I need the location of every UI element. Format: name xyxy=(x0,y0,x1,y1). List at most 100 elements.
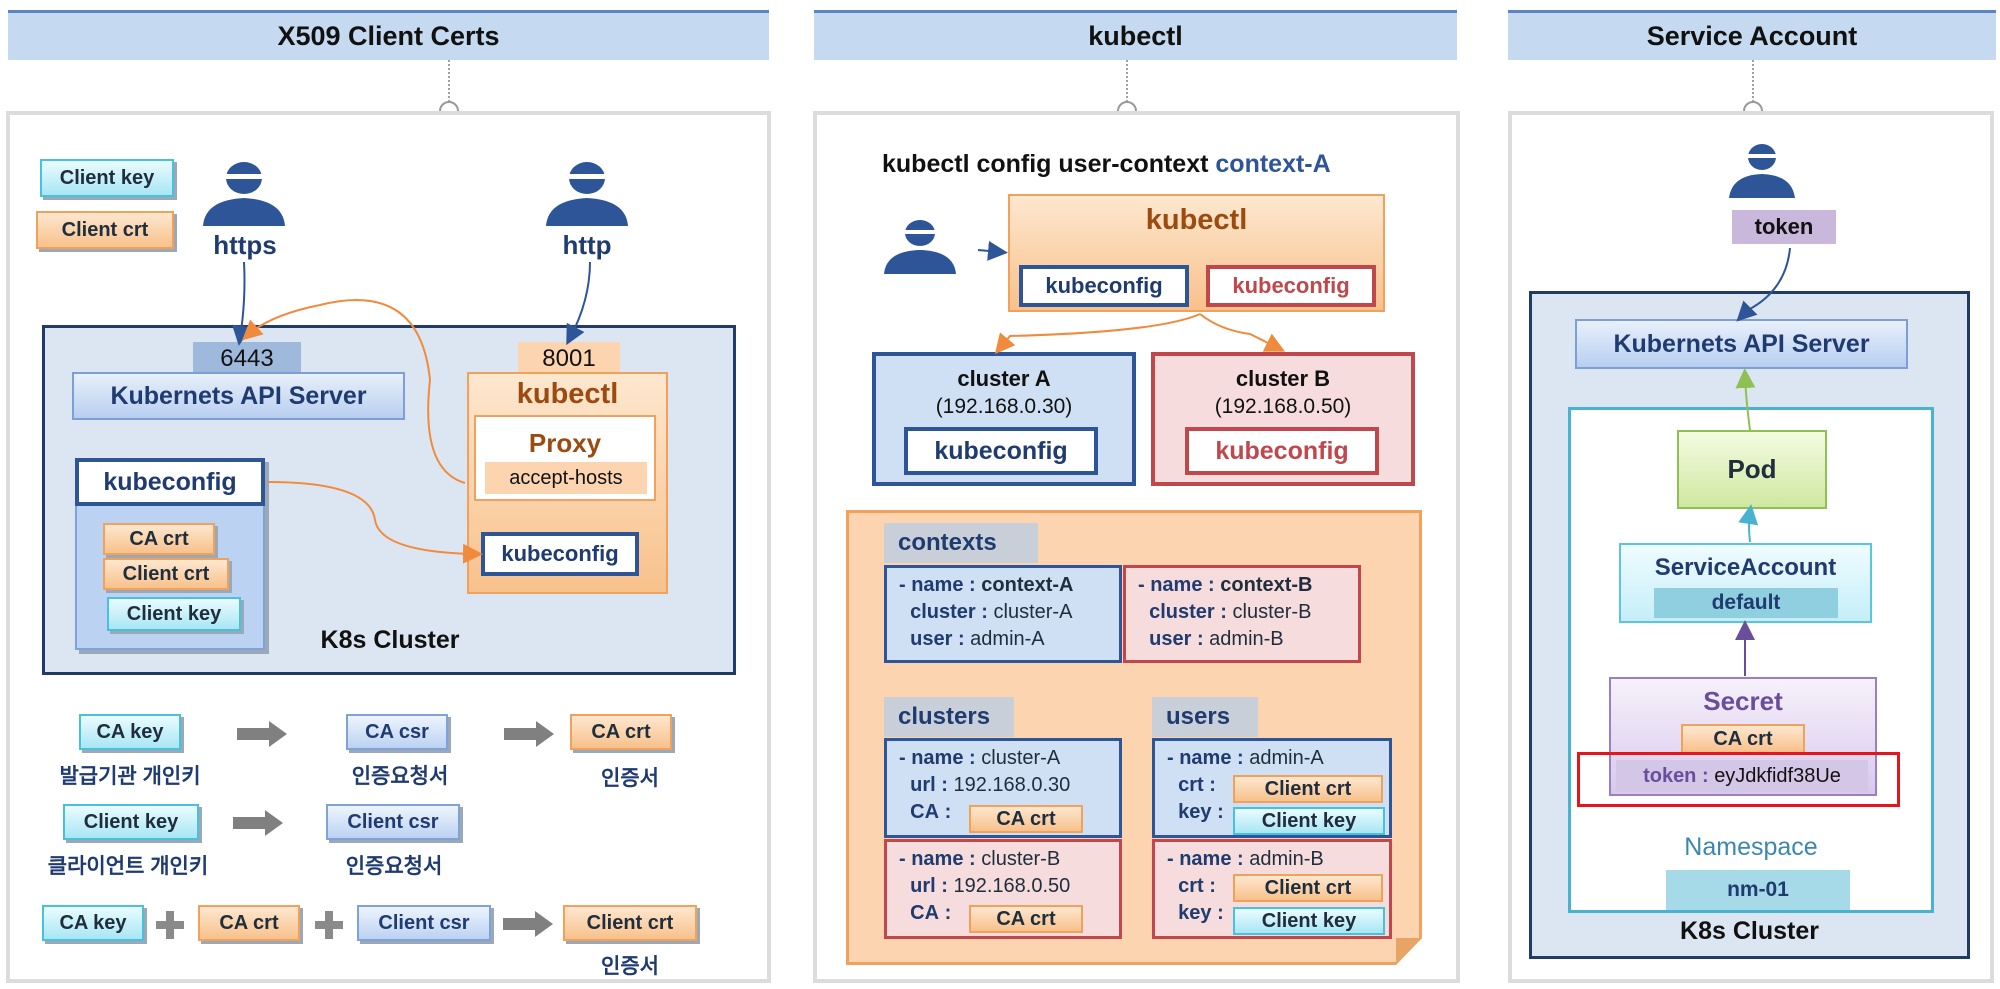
ca-crt-x509: CA crt xyxy=(103,523,215,555)
proxy-label: Proxy xyxy=(528,427,602,458)
legend-client-key: Client key xyxy=(40,159,174,197)
clusters-tab: clusters xyxy=(884,697,1014,737)
value: context-B xyxy=(1220,574,1313,596)
kubectl-arrows xyxy=(977,240,1286,355)
header-sa-label: Service Account xyxy=(1646,21,1858,51)
cluster-b-name: cluster B xyxy=(1235,366,1331,391)
flow-row3-client-crt-sub: 인증서 xyxy=(601,955,659,978)
key: - name xyxy=(1167,747,1232,769)
client-crt-x509: Client crt xyxy=(103,558,229,590)
client-key-x509: Client key xyxy=(107,597,241,631)
secret-label: Secret xyxy=(1703,685,1783,716)
user-b-client-crt: Client crt xyxy=(1233,874,1383,902)
flow-arrows-x509 xyxy=(231,261,591,564)
legend-client-key-label: Client key xyxy=(59,166,155,189)
kubeconfig-left: kubeconfig xyxy=(75,458,265,506)
users-tab: users xyxy=(1152,697,1258,737)
key: - name xyxy=(1167,848,1232,870)
flow-ca-key: CA key xyxy=(79,714,181,750)
value: admin-B xyxy=(1249,848,1324,870)
connector-line xyxy=(1752,60,1754,102)
flow-ca-crt-sub: 인증서 xyxy=(601,767,659,790)
header-sa: Service Account xyxy=(1508,10,1996,60)
flow-client-csr-sub: 인증요청서 xyxy=(345,855,443,878)
cluster-a-kubeconfig: kubeconfig xyxy=(904,427,1098,475)
https-label: https xyxy=(213,230,277,260)
secret-ca-crt: CA crt xyxy=(1681,724,1805,754)
cluster-b-ip: (192.168.0.50) xyxy=(1214,395,1352,418)
legend-client-crt-label: Client crt xyxy=(61,218,149,241)
arrow-right-icon xyxy=(503,911,553,937)
accept-hosts-label: accept-hosts xyxy=(485,462,647,494)
value: 192.168.0.30 xyxy=(953,774,1071,796)
user-icon xyxy=(546,162,628,226)
api-server-sa: Kubernets API Server xyxy=(1575,319,1908,369)
key: crt xyxy=(1178,875,1204,897)
key: key xyxy=(1178,801,1212,823)
cluster-a-ip: (192.168.0.30) xyxy=(935,395,1073,418)
token-row: token : eyJdkfidf38Ue xyxy=(1616,760,1868,792)
arrow-right-icon xyxy=(233,810,283,836)
port-6443: 6443 xyxy=(193,342,301,376)
key: - name xyxy=(1138,574,1203,596)
token-tag: token xyxy=(1732,210,1836,244)
user-icon xyxy=(203,162,285,226)
flow-client-key-sub: 클라이언트 개인키 xyxy=(47,855,209,878)
user-a-client-crt: Client crt xyxy=(1233,775,1383,803)
cluster-a-name: cluster A xyxy=(957,366,1051,391)
plus-icon xyxy=(156,911,184,939)
flow-row3-client-crt: Client crt xyxy=(563,905,697,941)
api-server-x509: Kubernets API Server xyxy=(72,372,405,420)
command-context: context-A xyxy=(1215,150,1331,178)
doc-fold-icon xyxy=(1396,938,1422,965)
http-label: http xyxy=(562,230,612,260)
value: cluster-A xyxy=(993,601,1073,623)
flow-row3-ca-crt: CA crt xyxy=(198,905,300,941)
value: cluster-B xyxy=(981,848,1061,870)
value: 192.168.0.50 xyxy=(953,875,1071,897)
value: cluster-A xyxy=(981,747,1061,769)
kubeconfig-b: kubeconfig xyxy=(1206,265,1376,307)
value: cluster-B xyxy=(1232,601,1312,623)
arrow-right-icon xyxy=(504,721,554,747)
header-kubectl-label: kubectl xyxy=(1088,21,1183,51)
pod-box: Pod xyxy=(1677,430,1827,509)
kubectl-title: kubectl xyxy=(1145,203,1248,236)
flow-row3-client-csr: Client csr xyxy=(357,905,491,941)
value: admin-A xyxy=(1249,747,1324,769)
user-icon xyxy=(884,220,956,274)
header-x509: X509 Client Certs xyxy=(8,10,769,60)
flow-row3-ca-key: CA key xyxy=(42,905,144,941)
contexts-tab: contexts xyxy=(884,523,1038,563)
kubectl-label-x509: kubectl xyxy=(516,377,619,410)
k8s-cluster-label-x509: K8s Cluster xyxy=(320,625,460,654)
key: user xyxy=(1149,628,1192,650)
value: admin-B xyxy=(1209,628,1284,650)
header-x509-label: X509 Client Certs xyxy=(277,21,500,51)
value: context-A xyxy=(981,574,1074,596)
user-b-client-key: Client key xyxy=(1233,907,1385,935)
value: admin-A xyxy=(970,628,1045,650)
sa-arrows xyxy=(1735,247,1791,676)
key: CA xyxy=(910,801,940,823)
flow-client-csr: Client csr xyxy=(326,804,460,840)
k8s-cluster-label-sa: K8s Cluster xyxy=(1680,916,1819,945)
connector-line xyxy=(448,60,450,102)
user-a-client-key: Client key xyxy=(1233,807,1385,835)
key: user xyxy=(910,628,953,650)
service-account-label: ServiceAccount xyxy=(1654,554,1837,581)
port-8001: 8001 xyxy=(518,342,620,376)
plus-icon xyxy=(315,911,343,939)
key: cluster xyxy=(1149,601,1215,623)
cluster-b-ca-crt: CA crt xyxy=(969,905,1083,933)
token-colon: : xyxy=(1696,764,1715,787)
token-value: eyJdkfidf38Ue xyxy=(1714,764,1841,787)
kubeconfig-inner: kubeconfig xyxy=(481,532,639,576)
namespace-value: nm-01 xyxy=(1666,870,1850,910)
key: - name xyxy=(899,848,964,870)
context-a-block: - name : context-A cluster : cluster-A u… xyxy=(884,565,1122,663)
command-text: kubectl config user-context xyxy=(882,150,1209,178)
kubectl-command: kubectl config user-context context-A xyxy=(882,150,1442,179)
key: crt xyxy=(1178,774,1204,796)
token-key: token xyxy=(1643,764,1697,787)
